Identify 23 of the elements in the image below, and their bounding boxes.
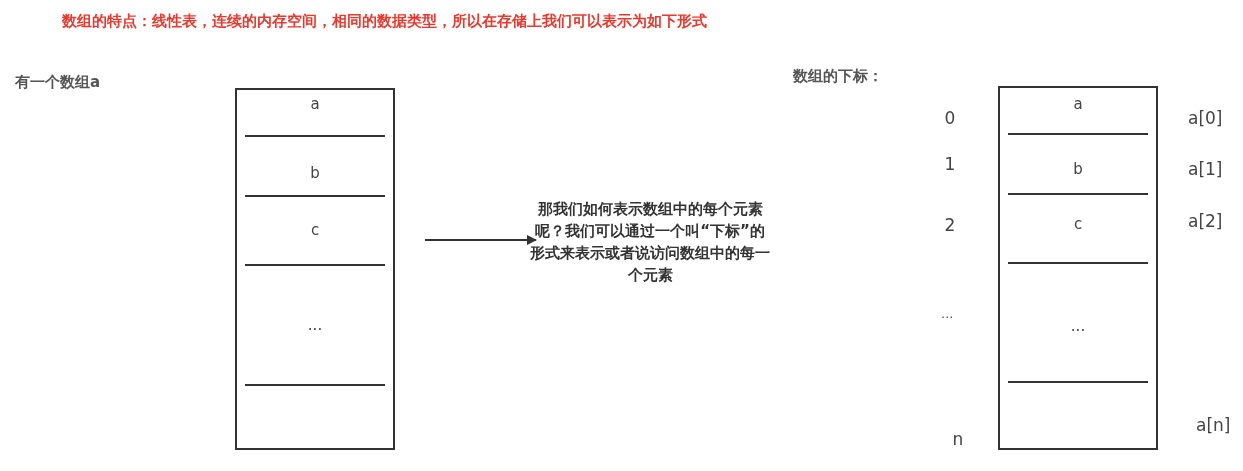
array-value: a [310,95,320,113]
element-label: a[0] [1188,108,1223,128]
index-number: 0 [943,108,957,128]
element-label: a[2] [1188,211,1223,231]
heading-label: 数组的下标： [793,67,883,86]
array-value: a [1073,95,1083,113]
array-value: ... [307,316,323,334]
note-text: 那我们如何表示数组中的每个元素呢？我们可以通过一个叫“下标”的形式来表示或者说访问数组中的每一个元素 [530,198,770,286]
array-value: c [1073,215,1083,233]
array-value: b [1073,160,1083,178]
index-number: ... [941,306,954,321]
index-number: 2 [943,215,957,235]
arrow [424,235,537,245]
index-number: 1 [943,154,957,174]
array-value: c [310,221,320,239]
array-value: b [310,164,320,182]
index-number: n [951,429,965,449]
heading-label: 有一个数组a [15,73,101,92]
element-label: a[1] [1188,159,1223,179]
array-value: ... [1070,317,1086,335]
title-text: 数组的特点：线性表，连续的内存空间，相同的数据类型，所以在存储上我们可以表示为如下形式 [62,12,707,31]
element-label: a[n] [1196,415,1231,435]
array-box [235,88,395,450]
